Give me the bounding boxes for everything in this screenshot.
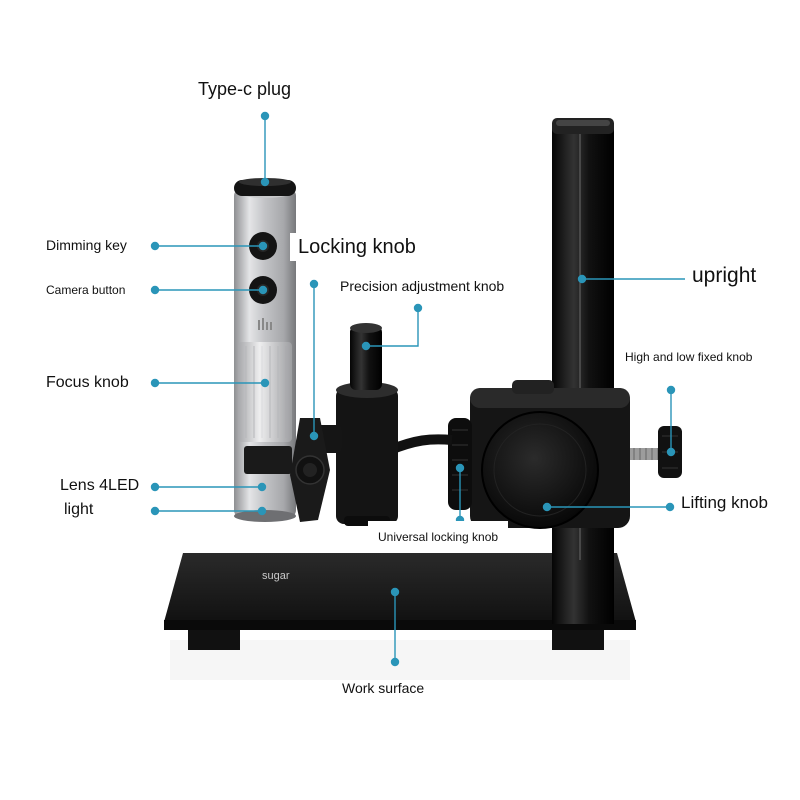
label-precision-knob: Precision adjustment knob	[340, 278, 505, 294]
label-lens-line2: light	[64, 501, 94, 518]
label-lifting-knob: Lifting knob	[681, 493, 768, 512]
label-focus-knob: Focus knob	[46, 374, 129, 391]
label-universal-knob: Universal locking knob	[368, 521, 509, 552]
label-work-surface: Work surface	[342, 680, 425, 696]
lifting-block	[448, 380, 630, 529]
locking-wing-knob	[290, 418, 342, 522]
universal-arm	[336, 323, 453, 526]
label-upright: upright	[692, 264, 757, 287]
base-plate	[164, 553, 636, 650]
callout-lines	[150, 111, 685, 667]
upright-column	[552, 118, 614, 624]
label-lens-line1: Lens 4LED	[60, 477, 140, 494]
label-high-low-knob: High and low fixed knob	[625, 350, 753, 364]
label-camera-button: Camera button	[46, 283, 126, 297]
label-type-c-plug: Type-c plug	[198, 79, 292, 99]
microscope-body	[234, 178, 296, 522]
label-dimming-key: Dimming key	[46, 237, 127, 253]
watermark-text: sugar	[262, 570, 290, 582]
label-locking-knob: Locking knob	[290, 233, 424, 261]
